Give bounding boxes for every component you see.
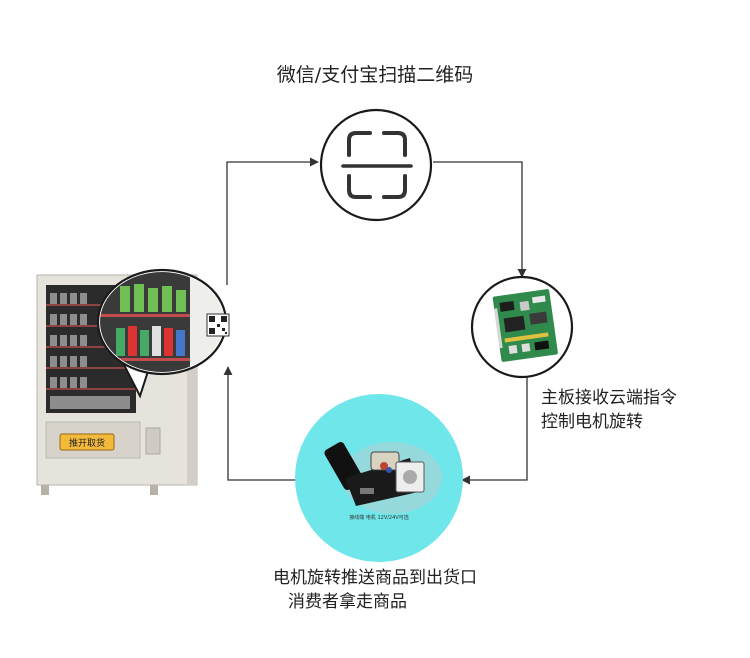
board-label-line2: 控制电机旋转 — [541, 412, 643, 432]
arrow-scan-to-board — [433, 161, 527, 278]
motor-tiny-caption: 接线端 电机 12V/24V可选 — [349, 514, 408, 521]
scan-step-label: 微信/支付宝扫描二维码 — [276, 64, 474, 86]
motor-label-line1: 电机旋转推送商品到出货口 — [273, 568, 477, 588]
qr-code-icon — [206, 313, 230, 337]
circuit-board-icon — [492, 289, 558, 362]
motor-assembly-icon: 接线端 电机 12V/24V可选 — [324, 442, 442, 521]
push-to-pickup-label: 推开取货 — [69, 437, 105, 449]
motor-step-label: 电机旋转推送商品到出货口 消费者拿走商品 — [0, 566, 750, 614]
connector-lines — [223, 157, 528, 485]
arrow-machine-to-scan — [226, 157, 319, 285]
board-label-line1: 主板接收云端指令 — [541, 388, 677, 408]
coin-slot — [145, 427, 161, 455]
scan-step — [319, 108, 433, 222]
zoom-bubble — [96, 268, 230, 399]
arrow-motor-to-machine — [223, 366, 298, 481]
push-to-pickup-button — [59, 433, 115, 451]
board-step-label: 主板接收云端指令 控制电机旋转 — [541, 386, 677, 434]
motor-label-line2: 消费者拿走商品 — [288, 592, 407, 612]
scan-frame-icon — [341, 131, 413, 199]
arrow-board-to-motor — [461, 377, 528, 485]
machine-products — [50, 293, 130, 409]
motor-step: 接线端 电机 12V/24V可选 — [295, 394, 463, 562]
board-step — [470, 275, 574, 379]
